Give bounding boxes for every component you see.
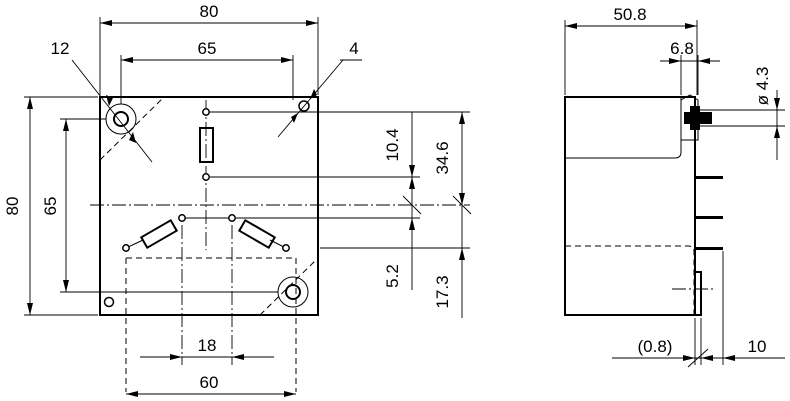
dim-width-80: 80 [200, 2, 219, 21]
mount-hole-outer-br [277, 276, 309, 308]
housing-outline [99, 96, 319, 316]
dim-terminal-offset-6-8: 6.8 [670, 39, 694, 58]
terminal-upper [199, 127, 214, 163]
dim-pin-offset-17-3: 17.3 [433, 275, 452, 308]
dim-pin-offset-5-2: 5.2 [383, 264, 402, 288]
dim-pin-offset-34-6: 34.6 [433, 141, 452, 174]
mount-hole-inner-br [285, 284, 301, 300]
dim-gap-0-8: (0.8) [638, 337, 673, 356]
pin-lower-1 [122, 244, 130, 252]
dim-lower-outer-60: 60 [200, 373, 219, 392]
terminal-lower-left [139, 218, 179, 250]
side-pin-3 [695, 247, 723, 250]
side-lid [565, 97, 682, 159]
mount-hole-inner [113, 111, 129, 127]
dim-terminal-dia-4-3: ø 4.3 [753, 67, 772, 106]
pin-lower-3 [228, 214, 236, 222]
pin-upper-1 [202, 108, 210, 116]
dim-pin-pitch-10-4: 10.4 [383, 128, 402, 161]
side-pin-2 [695, 216, 723, 219]
terminal-area-dashed [125, 257, 297, 392]
dim-height-80: 80 [3, 197, 22, 216]
side-pin-1 [695, 176, 723, 179]
side-housing [564, 96, 696, 316]
dim-hole-spacing-y-65: 65 [41, 197, 60, 216]
terminal-lower-right [237, 218, 277, 250]
side-mount-tab [694, 271, 702, 316]
side-view: 50.8 6.8 ø 4.3 (0.8) 10 [564, 5, 785, 368]
top-view: 80 65 12 4 80 65 [3, 2, 472, 397]
pin-lower-2 [178, 214, 186, 222]
dim-depth-50-8: 50.8 [613, 5, 646, 24]
small-hole-bottom-left [103, 296, 115, 308]
dim-hole-spacing-65: 65 [198, 39, 217, 58]
dim-lower-pin-spacing-18: 18 [198, 336, 217, 355]
pin-upper-2 [202, 173, 210, 181]
dim-mount-hole-12: 12 [51, 39, 70, 58]
pin-lower-4 [282, 244, 290, 252]
dim-pin-length-10: 10 [748, 337, 767, 356]
dim-small-hole-4: 4 [349, 39, 358, 58]
side-terminal-block [680, 94, 699, 141]
side-internal-dashed [565, 245, 695, 315]
side-terminal-screw [684, 106, 712, 130]
